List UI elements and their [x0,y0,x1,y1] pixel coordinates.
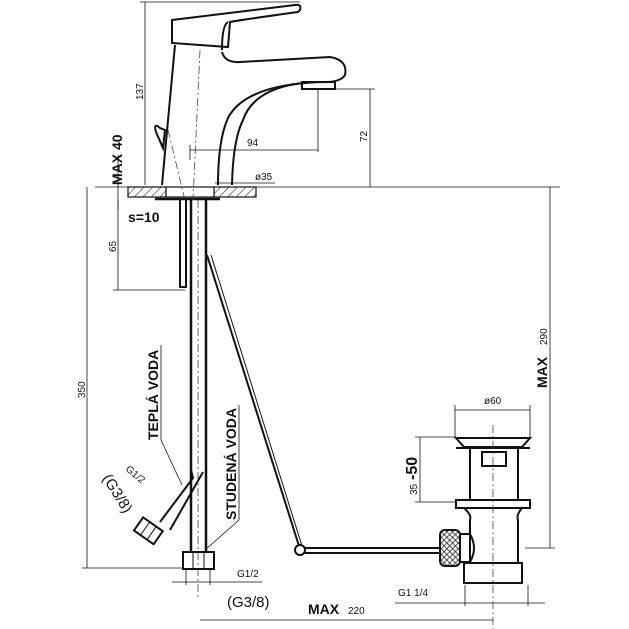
dimension-35-50: 35 -50 [404,436,456,503]
dim-s10-label: s=10 [128,209,160,225]
dim-60-label: ø60 [484,396,502,407]
dimension-94: 94 [189,88,319,160]
dim-max40-label: MAX 40 [109,134,125,185]
faucet-body [154,3,347,201]
dim-50-label: -50 [404,457,421,480]
dim-350-label: 350 [77,381,88,398]
dimension-137: 137 [135,1,300,185]
dim-137-label: 137 [135,83,146,100]
water-hoses [132,199,215,600]
pop-up-waste [439,425,533,629]
dim-35-label-waste: 35 [409,483,420,495]
cold-thread-label: G1/2 [237,569,259,580]
dim-max-220-label: MAX [308,601,340,617]
dim-94-label: 94 [247,138,259,149]
cold-thread-alt-label: (G3/8) [227,594,270,611]
dim-max-290-label: MAX [534,356,550,388]
dimension-72: 72 [335,88,375,187]
cold-water-label: STUDENÁ VODA [223,408,239,520]
dim-72-label: 72 [359,130,370,142]
dimension-65: 65 [108,200,185,291]
mounting-plate [127,186,257,201]
pop-up-rod [206,254,440,556]
dim-220-label: 220 [348,606,365,617]
dim-65-label: 65 [108,240,119,252]
dimension-max-220: MAX 220 [200,601,493,621]
hot-water-label: TEPLÁ VODA [145,350,161,440]
waste-thread-label: G1 1/4 [398,588,428,599]
dim-35-label: ø35 [255,172,273,183]
dimension-max-290: MAX 290 [525,187,555,549]
dim-290-label: 290 [539,328,550,345]
dimension-350: 350 [77,187,183,569]
hot-thread-label: G1/2 [123,464,147,487]
